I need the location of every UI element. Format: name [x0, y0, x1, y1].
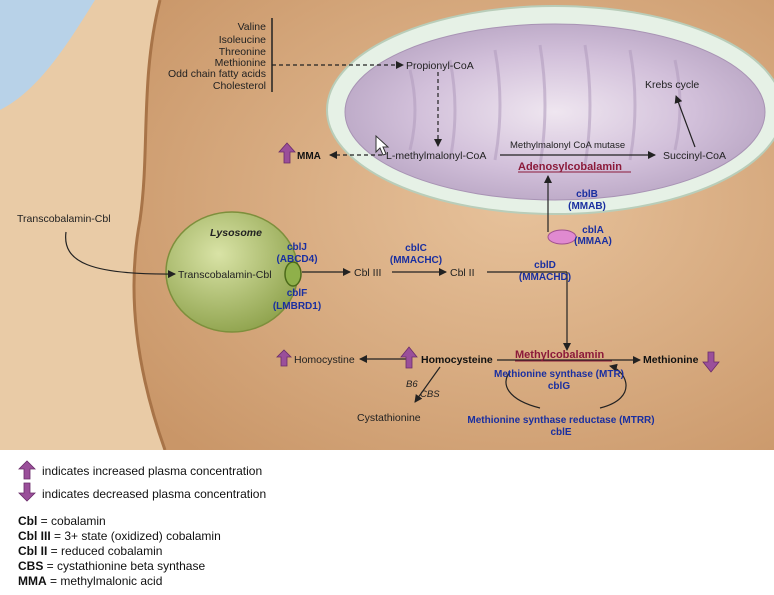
legend-increase-text: indicates increased plasma concentration — [42, 464, 263, 478]
lysosome-transporter — [284, 261, 302, 287]
cystathionine-label: Cystathionine — [357, 412, 421, 424]
nutrient-methionine: Methionine — [215, 57, 267, 69]
nutrient-threonine: Threonine — [219, 46, 266, 58]
abbrev-cbl-ii: Cbl II = reduced cobalamin — [18, 544, 162, 558]
abbrev-definition: = reduced cobalamin — [47, 544, 163, 558]
methionine-label: Methionine — [643, 354, 699, 366]
abbrev-definition: = cobalamin — [37, 514, 106, 528]
abbrev-definition: = cystathionine beta synthase — [43, 559, 206, 573]
blood-vessel — [0, 0, 95, 110]
pathway-diagram: Valine Isoleucine Threonine Methionine O… — [0, 0, 774, 451]
abbrev-definition: = 3+ state (oxidized) cobalamin — [50, 529, 221, 543]
mma-label: MMA — [297, 151, 321, 162]
cblD-gene-label: (MMACHD) — [519, 272, 571, 283]
cblA-protein — [547, 229, 577, 245]
methylcobalamin-label: Methylcobalamin — [515, 349, 605, 361]
succinyl-coa-label: Succinyl-CoA — [663, 150, 726, 162]
decrease-arrow-methionine — [702, 351, 720, 373]
legend-decrease-text: indicates decreased plasma concentration — [42, 487, 267, 501]
nutrient-list: Valine Isoleucine Threonine Methionine O… — [168, 21, 266, 92]
nutrient-valine: Valine — [238, 21, 267, 33]
abbrev-term: CBS — [18, 559, 44, 573]
abbrev-cbl-iii: Cbl III = 3+ state (oxidized) cobalamin — [18, 529, 221, 543]
cblC-gene-label: (MMACHC) — [390, 255, 442, 266]
cell-membrane — [132, 0, 167, 451]
adenosylcobalamin-label: Adenosylcobalamin — [518, 161, 622, 173]
increase-arrow-homocysteine — [400, 346, 418, 369]
propionyl-coa-label: Propionyl-CoA — [406, 60, 474, 72]
pathway-arrows — [65, 18, 696, 409]
cblB-gene-label: (MMAB) — [568, 201, 606, 212]
gene-labels: cblB (MMAB) cblA (MMAA) cblJ (ABCD4) cbl… — [273, 189, 655, 438]
cblC-label: cblC — [405, 243, 427, 254]
abbrev-term: Cbl — [18, 514, 38, 528]
cristae — [408, 44, 682, 166]
homocysteine-label: Homocysteine — [421, 354, 493, 366]
mitochondrion-inner — [344, 23, 766, 201]
mouse-cursor-icon — [375, 134, 390, 156]
cblA-label: cblA — [582, 225, 604, 236]
cblD-label: cblD — [534, 260, 556, 271]
cblF-gene-label: (LMBRD1) — [273, 301, 321, 312]
decrease-arrow-icon — [18, 482, 36, 502]
transcobalamin-cbl-outside-label: Transcobalamin-Cbl — [17, 213, 111, 225]
legend: indicates increased plasma concentration… — [18, 460, 758, 590]
abbrev-cbs: CBS = cystathionine beta synthase — [18, 559, 205, 573]
transcobalamin-cbl-inside-label: Transcobalamin-Cbl — [178, 269, 272, 281]
nutrient-cholesterol: Cholesterol — [213, 80, 266, 92]
abbrev-cbl: Cbl = cobalamin — [18, 514, 106, 528]
mutase-label: Methylmalonyl CoA mutase — [510, 140, 625, 151]
increase-arrow-mma — [278, 142, 296, 164]
b6-label: B6 — [406, 379, 418, 390]
lysosome-label: Lysosome — [210, 227, 262, 239]
cbl-ii-label: Cbl II — [450, 267, 475, 279]
methionine-synthase-label: Methionine synthase (MTR) — [494, 369, 624, 380]
diagram-stage: Valine Isoleucine Threonine Methionine O… — [0, 0, 774, 451]
nutrient-isoleucine: Isoleucine — [219, 34, 266, 46]
krebs-cycle-label: Krebs cycle — [645, 79, 699, 91]
cblB-label: cblB — [576, 189, 598, 200]
increase-arrow-icon — [18, 460, 36, 480]
cbl-iii-label: Cbl III — [354, 267, 381, 279]
increase-arrow-homocystine — [276, 349, 292, 367]
abbrev-term: Cbl II — [18, 544, 48, 558]
cblG-label: cblG — [548, 381, 570, 392]
abbrev-term: Cbl III — [18, 529, 51, 543]
nutrient-odd-chain-fatty-acids: Odd chain fatty acids — [168, 68, 266, 80]
cbs-label: CBS — [420, 389, 440, 400]
cblE-label: cblE — [550, 427, 571, 438]
abbrev-definition: = methylmalonic acid — [46, 574, 163, 588]
abbrev-term: MMA — [18, 574, 47, 588]
cblJ-label: cblJ — [287, 242, 307, 253]
l-methylmalonyl-coa-label: L-methylmalonyl-CoA — [386, 150, 486, 162]
mtrr-label: Methionine synthase reductase (MTRR) — [467, 415, 654, 426]
cblA-gene-label: (MMAA) — [574, 236, 612, 247]
cblF-label: cblF — [287, 288, 308, 299]
homocystine-label: Homocystine — [294, 354, 355, 366]
cblJ-gene-label: (ABCD4) — [276, 254, 317, 265]
abbrev-mma: MMA = methylmalonic acid — [18, 574, 162, 588]
